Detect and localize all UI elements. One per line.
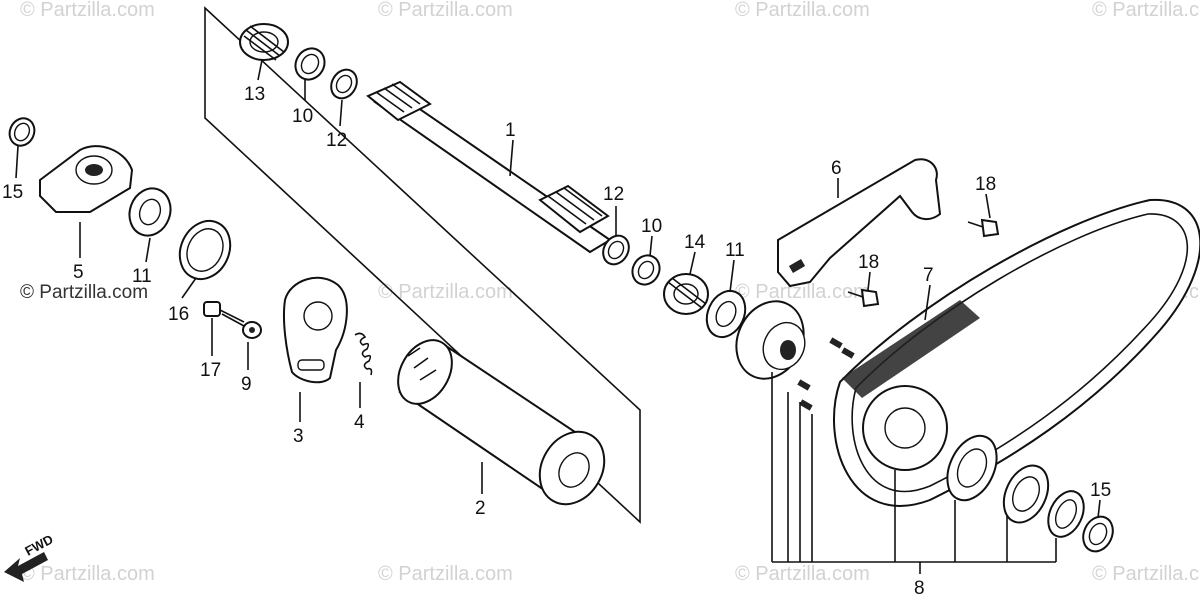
part-needle-bearing-13 xyxy=(239,23,289,61)
part-washer-9 xyxy=(242,321,262,339)
callout-16: 16 xyxy=(168,304,189,325)
callout-18-right: 18 xyxy=(975,174,996,195)
watermark: © Partzilla.com xyxy=(735,563,870,585)
watermark: © Partzilla.com xyxy=(735,281,870,303)
watermark: © Partzilla.com xyxy=(378,563,513,585)
part-sleeve xyxy=(397,339,606,506)
part-bolt-18-right xyxy=(967,218,1000,238)
part-circlip-12-mid xyxy=(602,234,630,266)
callout-10-top: 10 xyxy=(292,106,313,127)
callout-9: 9 xyxy=(241,374,252,395)
watermark: © Partzilla.com xyxy=(20,563,155,585)
part-circlip-10-mid xyxy=(631,254,661,286)
watermark: © Partzilla.com xyxy=(378,281,513,303)
part-snap-ring-15-left xyxy=(8,117,36,147)
callout-12-top: 12 xyxy=(326,130,347,151)
callout-labels: 1 2 3 4 5 6 7 8 9 10 10 11 11 12 12 13 1… xyxy=(2,84,1111,599)
callout-2: 2 xyxy=(475,498,486,519)
callout-18-mid: 18 xyxy=(858,252,879,273)
callout-15-right: 15 xyxy=(1090,480,1111,501)
callout-12-mid: 12 xyxy=(603,184,624,205)
leader-group-8 xyxy=(771,372,1057,574)
callout-10-mid: 10 xyxy=(641,216,662,237)
part-snap-ring-15-right xyxy=(1082,515,1114,553)
part-washer-right-2 xyxy=(1002,464,1050,524)
callout-5: 5 xyxy=(73,262,84,283)
fwd-arrow-icon xyxy=(4,552,48,582)
part-washer-11-left xyxy=(128,187,172,237)
callout-1: 1 xyxy=(505,120,516,141)
part-pins xyxy=(797,337,855,411)
part-chain-guide-bracket xyxy=(777,158,942,288)
part-snap-ring-right xyxy=(1047,490,1085,538)
callout-13: 13 xyxy=(244,84,265,105)
callout-4: 4 xyxy=(354,412,365,433)
watermark: © Partzilla.com xyxy=(1092,563,1200,585)
callout-6: 6 xyxy=(831,158,842,179)
part-bracket-plate xyxy=(282,276,348,384)
part-circlip-10-top xyxy=(294,47,326,81)
part-circlip-12-top xyxy=(330,68,358,100)
part-bolt-17 xyxy=(203,301,245,327)
callout-7: 7 xyxy=(923,265,934,286)
part-washer-11-mid xyxy=(705,289,747,339)
part-front-sprocket xyxy=(862,385,948,471)
callout-15-left: 15 xyxy=(2,182,23,203)
leader-lines xyxy=(15,59,1101,519)
callout-14: 14 xyxy=(684,232,706,253)
callout-8: 8 xyxy=(914,578,925,599)
part-needle-bearing-14 xyxy=(663,273,709,315)
watermark: © Partzilla.com xyxy=(735,0,870,21)
callout-11-left: 11 xyxy=(132,266,152,287)
part-washer-right-1 xyxy=(946,434,998,502)
callout-17: 17 xyxy=(200,360,221,381)
watermark: © Partzilla.com xyxy=(378,0,513,21)
part-snap-ring-16 xyxy=(178,219,232,281)
watermark: © Partzilla.com xyxy=(20,0,155,21)
fwd-label: FWD xyxy=(22,532,55,559)
reference-plane xyxy=(204,6,641,524)
callout-3: 3 xyxy=(293,426,304,447)
part-cam-block xyxy=(39,145,134,213)
callout-11-mid: 11 xyxy=(725,240,745,261)
part-spring xyxy=(354,332,373,376)
part-shaft xyxy=(366,80,612,254)
part-sprocket-hub xyxy=(735,300,806,380)
watermark-inline: © Partzilla.com xyxy=(20,282,148,303)
part-bolt-18-mid xyxy=(847,288,880,308)
watermark: © Partzilla.com xyxy=(1092,0,1200,21)
